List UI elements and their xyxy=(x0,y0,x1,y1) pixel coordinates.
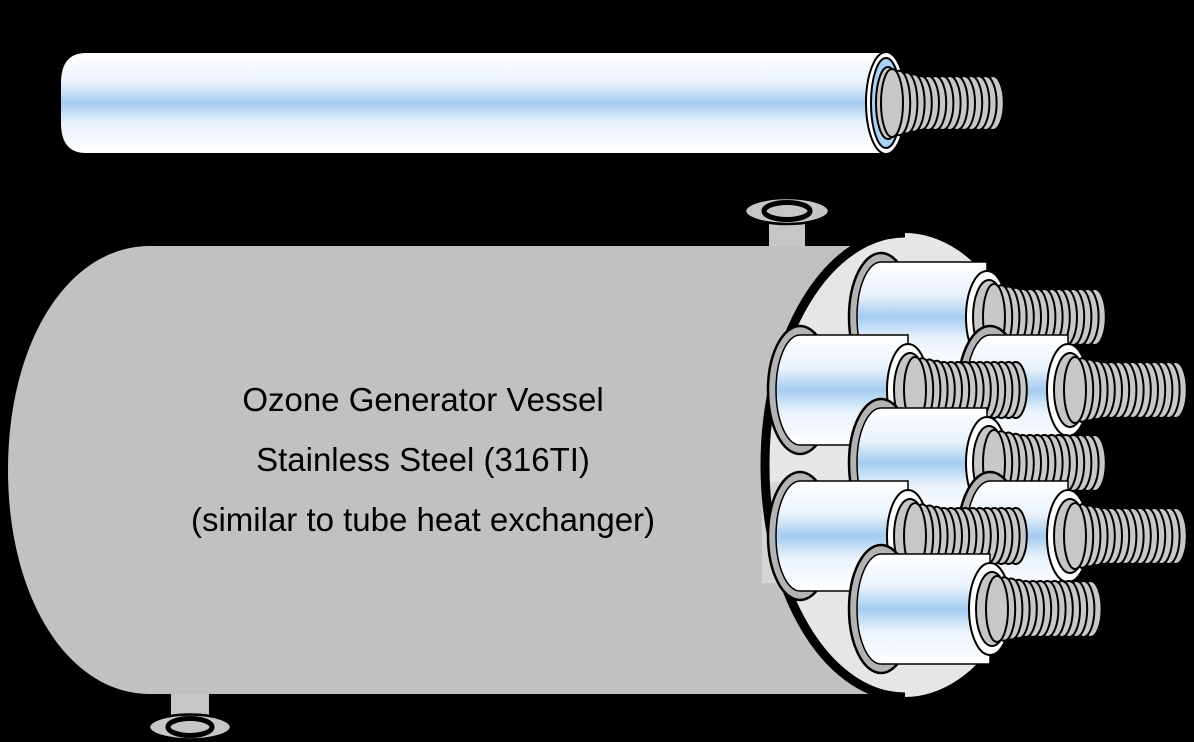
thread-ridge xyxy=(1063,502,1087,570)
threaded-rod xyxy=(1063,502,1188,570)
threaded-rod xyxy=(985,575,1103,643)
caption: Ozone Generator Vessel Stainless Steel (… xyxy=(191,381,655,538)
standalone-glass-tube-assembly xyxy=(61,51,1005,155)
caption-line-3: (similar to tube heat exchanger) xyxy=(191,501,655,538)
top-port xyxy=(743,196,831,249)
bottom-port-neck xyxy=(169,690,211,718)
threaded-rod xyxy=(903,502,1028,570)
top-port-opening xyxy=(761,200,813,222)
tube-bundle xyxy=(766,251,1188,675)
tube-assembly xyxy=(766,324,1028,456)
bottom-port-opening xyxy=(165,716,215,738)
threaded-rod xyxy=(1063,356,1188,424)
glass-tube-body xyxy=(61,53,886,153)
bottom-port xyxy=(147,690,233,741)
threaded-rod xyxy=(880,68,1005,138)
end-flange-rim xyxy=(760,228,906,702)
thread-ridge xyxy=(1063,356,1087,424)
tube-assembly xyxy=(766,470,1028,602)
thread-ridge xyxy=(985,575,1009,643)
tube-assembly xyxy=(847,543,1103,675)
threaded-electrode-rod xyxy=(880,68,1005,138)
caption-line-2: Stainless Steel (316TI) xyxy=(256,441,590,478)
caption-line-1: Ozone Generator Vessel xyxy=(242,381,603,418)
glass-tube-body xyxy=(856,553,991,665)
thread-ridge xyxy=(880,68,904,138)
vessel-body xyxy=(8,246,880,694)
